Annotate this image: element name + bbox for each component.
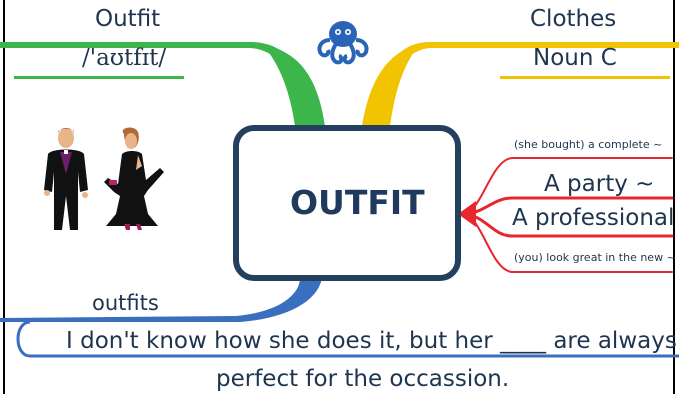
example-collocation-1: (she bought) a complete ~	[514, 138, 663, 151]
red-branch	[458, 157, 674, 273]
pronunciation-label: /'aʊtfɪt/	[82, 45, 167, 71]
blue-trunk	[0, 278, 322, 322]
red-arrowhead	[458, 201, 476, 227]
octopus-icon	[317, 21, 369, 65]
left-border	[3, 0, 5, 394]
woman-figure	[104, 127, 164, 230]
blue-branch	[0, 278, 679, 358]
blue-sentence-bracket	[16, 320, 679, 358]
central-title: OUTFIT	[290, 183, 425, 222]
gap-fill-sentence-line-1: I don't know how she does it, but her __…	[66, 328, 677, 354]
green-word-label: Outfit	[95, 6, 161, 32]
central-box	[233, 125, 461, 281]
green-trunk	[262, 44, 325, 126]
right-border	[673, 0, 675, 394]
grammar-label: Noun C	[533, 45, 617, 71]
example-collocation-4: (you) look great in the new ~	[514, 251, 676, 264]
yellow-trunk	[362, 44, 420, 126]
green-branch	[0, 42, 325, 126]
yellow-branch	[362, 42, 679, 126]
couple-illustration	[44, 127, 164, 230]
example-collocation-2: A party ~	[544, 171, 655, 197]
synonym-label: Clothes	[530, 6, 617, 32]
green-bottom-line	[14, 76, 184, 79]
answer-word: outfits	[92, 291, 159, 315]
man-figure	[44, 128, 88, 230]
yellow-bottom-line	[500, 76, 670, 79]
example-collocation-3: A professional ~	[512, 205, 679, 231]
gap-fill-sentence-line-2: perfect for the occassion.	[216, 366, 510, 392]
